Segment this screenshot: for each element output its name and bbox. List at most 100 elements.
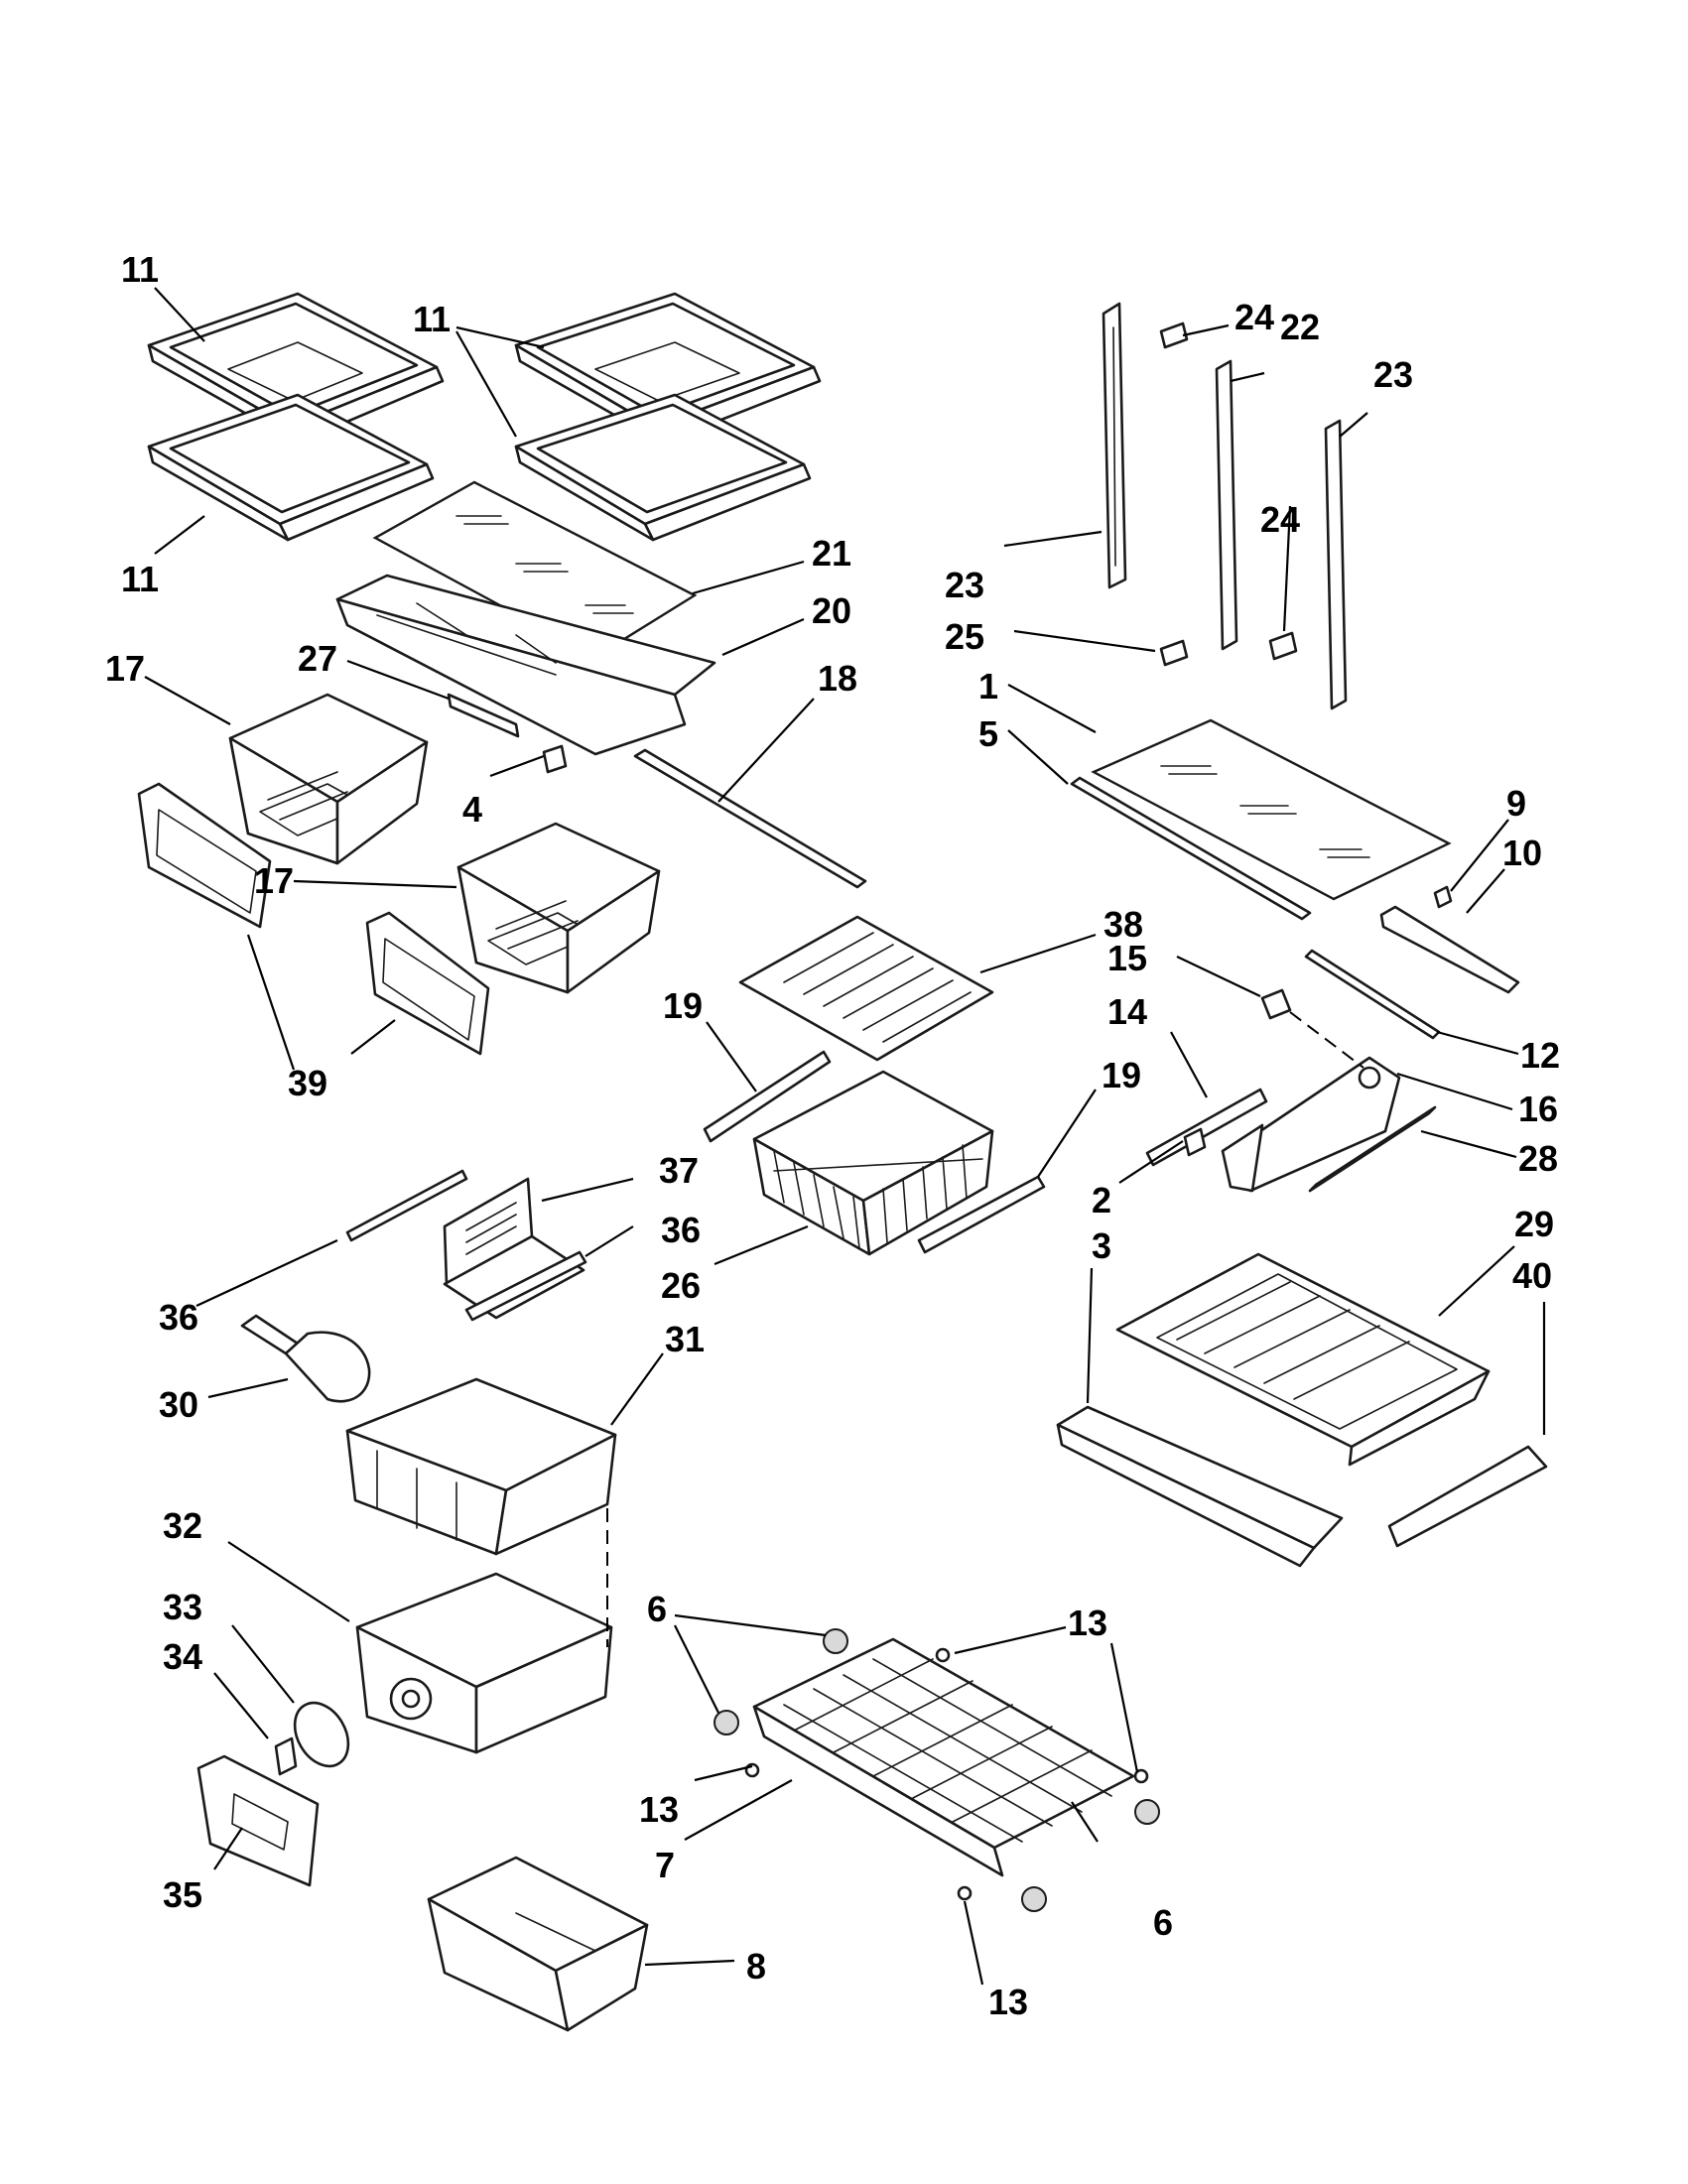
callout-labels: 11 11 11 21 20 27 17 17 4 18 39 38 19 19… (105, 249, 1560, 2022)
callout-6-bottom: 6 (1153, 1902, 1173, 1943)
shelf-rail-23-left (1102, 302, 1127, 589)
callout-19-left: 19 (663, 985, 703, 1026)
callout-40: 40 (1512, 1255, 1552, 1296)
roller-6-a (823, 1628, 848, 1654)
callout-29: 29 (1514, 1204, 1554, 1244)
callout-26: 26 (661, 1265, 701, 1306)
ice-bin-31 (345, 1377, 617, 1556)
crisper-cover-frame-20 (335, 574, 716, 756)
screw-15 (1260, 988, 1292, 1020)
callout-33: 33 (163, 1587, 202, 1627)
ice-bin-base-32 (355, 1572, 613, 1754)
callout-37: 37 (659, 1150, 699, 1191)
screw-13-b (744, 1762, 760, 1778)
side-rail-40 (1387, 1445, 1548, 1548)
slide-rail-19-right (917, 1175, 1046, 1254)
callout-38: 38 (1104, 904, 1143, 945)
callout-39: 39 (288, 1063, 327, 1103)
callout-34: 34 (163, 1636, 202, 1677)
callout-30: 30 (159, 1384, 198, 1425)
callout-16: 16 (1518, 1089, 1558, 1129)
callout-23-left: 23 (945, 565, 984, 605)
rail-36-lower (464, 1250, 587, 1322)
callout-20: 20 (812, 590, 851, 631)
callout-13-left: 13 (639, 1789, 679, 1830)
callout-8: 8 (746, 1946, 766, 1987)
callout-13-top: 13 (1068, 1603, 1107, 1643)
callout-9: 9 (1506, 783, 1526, 824)
callout-18: 18 (818, 658, 857, 699)
drawer-front-39-b (365, 911, 490, 1056)
callout-5: 5 (978, 713, 998, 754)
callout-2: 2 (1092, 1180, 1111, 1220)
callout-4: 4 (462, 789, 482, 830)
clip-9 (1433, 885, 1453, 909)
callout-11-bottom-left: 11 (121, 559, 159, 599)
callout-19-right: 19 (1102, 1055, 1141, 1095)
pan-front-3 (1056, 1405, 1344, 1568)
ice-scoop-30 (240, 1314, 371, 1403)
clip-4 (542, 744, 568, 774)
rod-28 (1308, 1105, 1437, 1193)
screw-24-top (1159, 321, 1189, 349)
callout-25: 25 (945, 616, 984, 657)
callout-1: 1 (978, 666, 998, 707)
callout-12: 12 (1520, 1035, 1560, 1076)
roller-6-b (714, 1710, 739, 1735)
roller-6-d (1021, 1886, 1047, 1912)
callout-13-bottom: 13 (988, 1982, 1028, 2022)
screw-13-a (935, 1647, 951, 1663)
screw-25 (1159, 639, 1189, 667)
rail-36-upper (345, 1169, 468, 1242)
callout-15: 15 (1107, 938, 1147, 978)
callout-17-top: 17 (105, 648, 145, 689)
shelf-rail-23-right (1324, 419, 1348, 710)
screw-13-c (1133, 1768, 1149, 1784)
bracket-27 (447, 693, 520, 738)
callout-21: 21 (812, 533, 851, 574)
callout-3: 3 (1092, 1225, 1111, 1266)
callout-28: 28 (1518, 1138, 1558, 1179)
callout-36-right: 36 (661, 1210, 701, 1250)
wire-basket-7 (752, 1637, 1135, 1877)
callout-27: 27 (298, 638, 337, 679)
screw-13-d (957, 1885, 973, 1901)
clip-2 (1183, 1127, 1207, 1157)
pan-29 (1115, 1252, 1491, 1467)
shelf-11-bottom-left (147, 393, 435, 542)
bin-8 (427, 1856, 649, 2032)
callout-11-top-left: 11 (121, 249, 159, 290)
callout-31: 31 (665, 1319, 705, 1359)
screw-24-lower (1268, 631, 1298, 661)
crisper-drawer-17-top (228, 693, 429, 865)
callout-7: 7 (655, 1845, 675, 1885)
rod-12 (1304, 949, 1441, 1040)
freezer-cover-38 (738, 915, 994, 1062)
callout-17-bottom: 17 (254, 860, 294, 901)
callout-24-top: 24 (1234, 297, 1274, 337)
callout-24-lower: 24 (1260, 499, 1300, 540)
wire-basket-26 (752, 1070, 994, 1256)
callout-11-right: 11 (413, 299, 451, 339)
shelf-11-bottom-right (514, 393, 812, 542)
ice-bin-front-35 (196, 1754, 320, 1887)
callout-35: 35 (163, 1874, 202, 1915)
callout-22: 22 (1280, 307, 1320, 347)
shelf-rail-22 (1215, 359, 1238, 651)
callout-14: 14 (1107, 991, 1147, 1032)
callout-6-top: 6 (647, 1589, 667, 1629)
alignment-line-15-16 (1289, 1011, 1364, 1069)
tab-34 (274, 1736, 298, 1776)
slide-rail-19-left (703, 1050, 832, 1143)
drawer-front-39-a (137, 782, 272, 929)
leader-lines (144, 287, 1546, 1986)
glass-shelf-1 (1091, 718, 1452, 901)
callout-32: 32 (163, 1505, 202, 1546)
callout-23-right: 23 (1373, 354, 1413, 395)
strip-18 (633, 748, 867, 889)
endcap-10 (1379, 905, 1520, 994)
roller-6-c (1134, 1799, 1160, 1825)
bracket-16 (1221, 1056, 1401, 1193)
callout-10: 10 (1502, 833, 1542, 873)
